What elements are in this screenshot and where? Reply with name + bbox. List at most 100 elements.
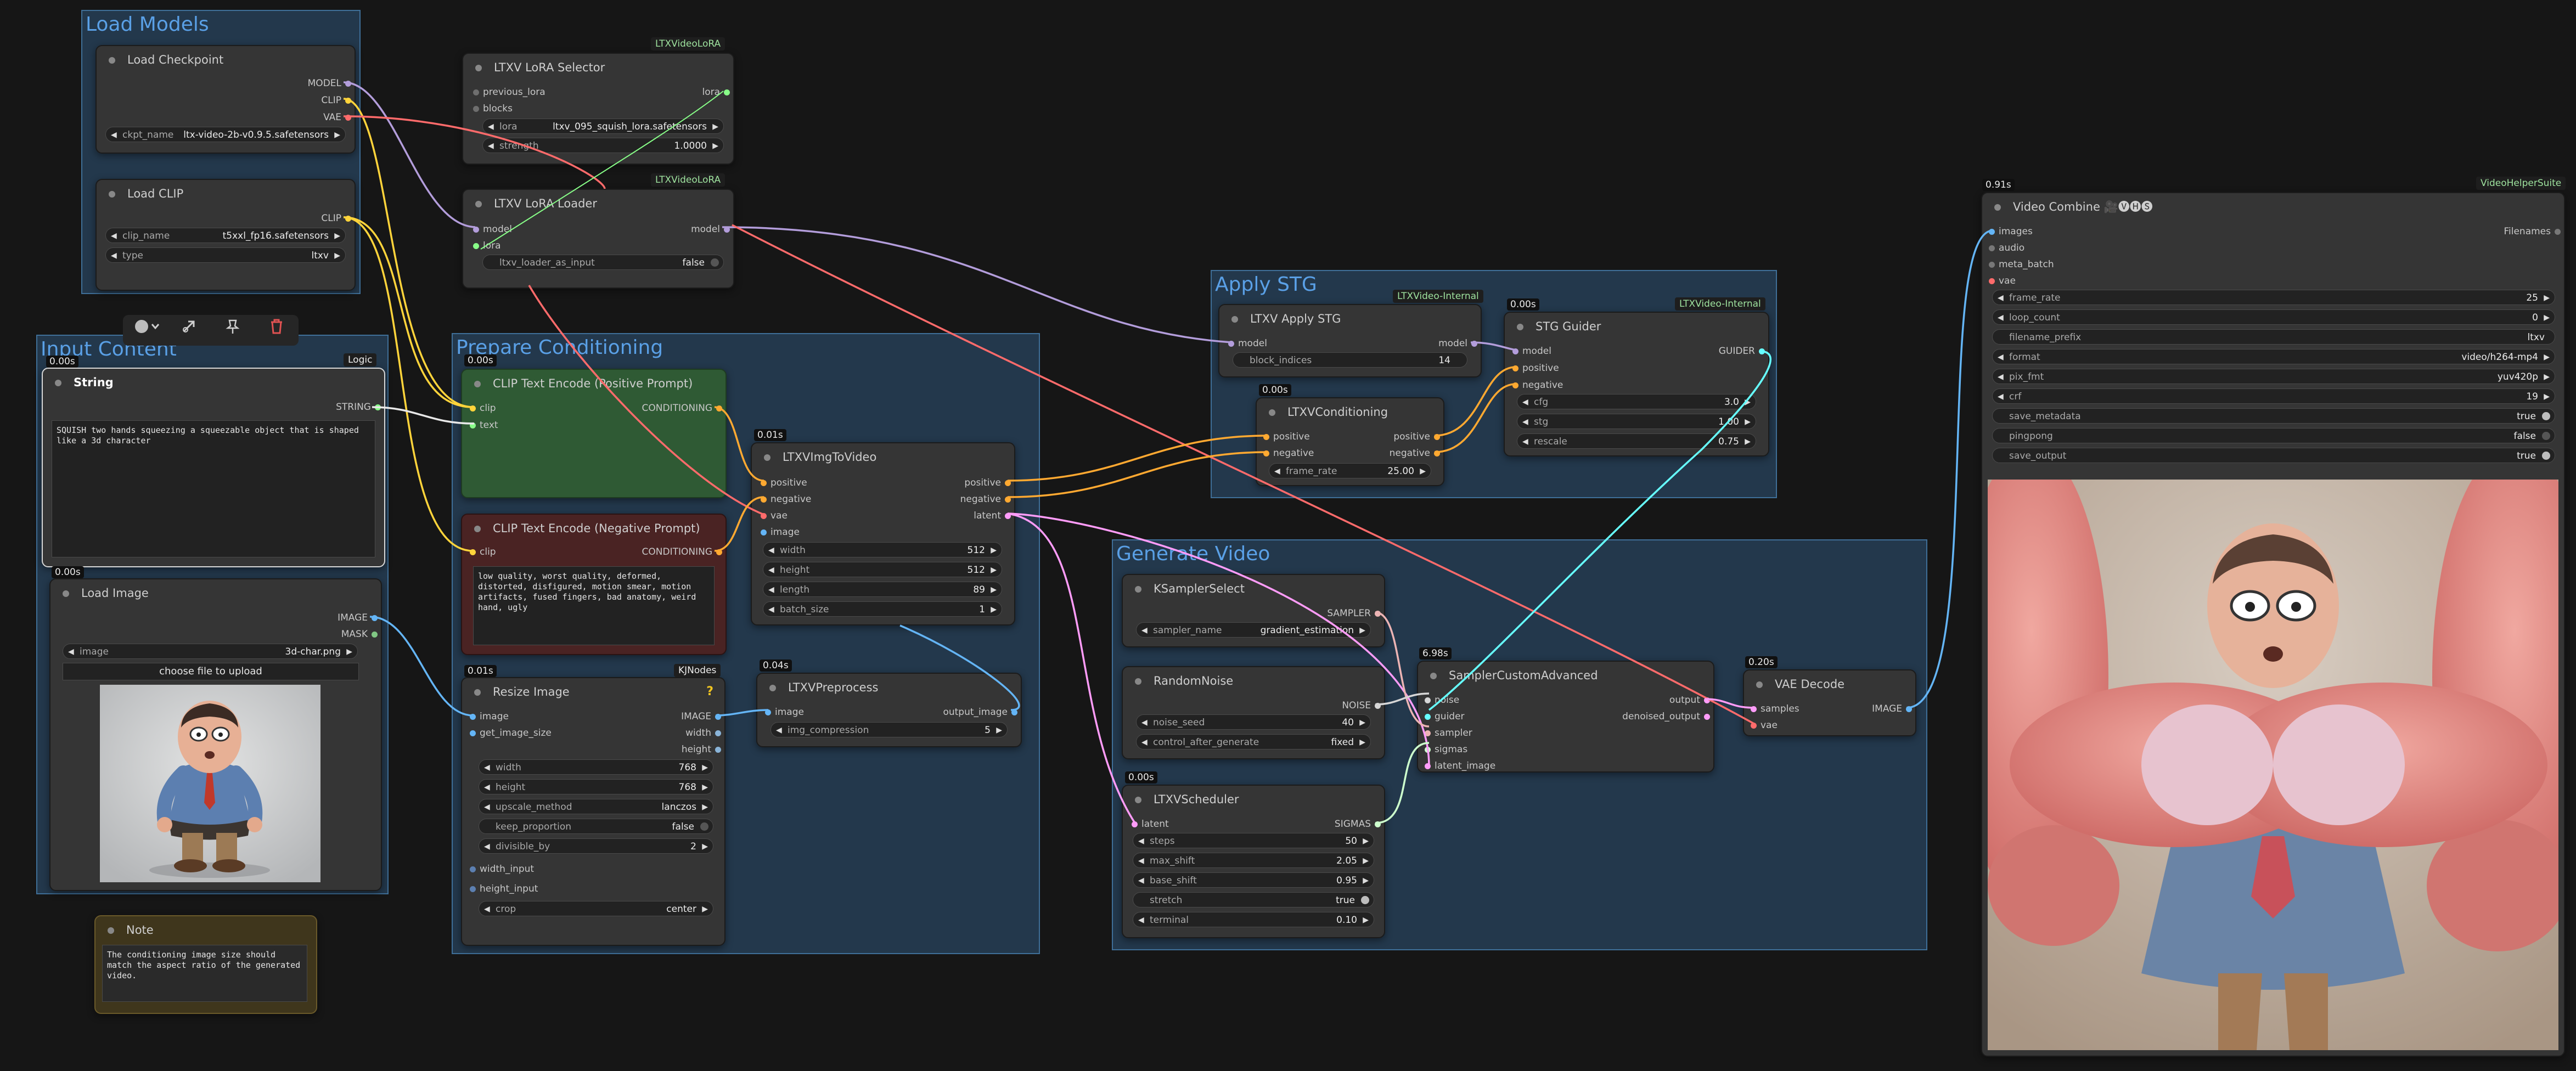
pin[interactable] — [470, 886, 476, 892]
input-model[interactable]: model — [1228, 338, 1267, 349]
arrow-left-icon[interactable]: ◀ — [111, 232, 117, 240]
arrow-right-icon[interactable]: ▶ — [702, 803, 708, 811]
arrow-left-icon[interactable]: ◀ — [1141, 626, 1148, 635]
output-image[interactable]: IMAGE — [681, 711, 721, 722]
arrow-left-icon[interactable]: ◀ — [768, 546, 774, 555]
pin[interactable] — [470, 714, 476, 720]
input-height-input[interactable]: height_input — [470, 883, 538, 894]
input-model[interactable]: model — [473, 224, 512, 235]
output-width[interactable]: width — [685, 728, 721, 739]
pin[interactable] — [1512, 365, 1518, 371]
pin[interactable] — [470, 549, 476, 555]
pin[interactable] — [1263, 450, 1269, 456]
collapse-dot[interactable] — [475, 65, 482, 71]
pin[interactable] — [372, 615, 378, 621]
input-samples[interactable]: samples — [1751, 703, 1799, 714]
pin[interactable] — [724, 89, 730, 95]
arrow-right-icon[interactable]: ▶ — [334, 131, 340, 139]
arrow-left-icon[interactable]: ◀ — [1522, 398, 1528, 407]
collapse-dot[interactable] — [474, 526, 481, 532]
input-vae[interactable]: vae — [1751, 720, 1778, 731]
input-sampler[interactable]: sampler — [1425, 728, 1472, 739]
arrow-left-icon[interactable]: ◀ — [1138, 837, 1144, 845]
trash-icon[interactable] — [260, 315, 293, 346]
collapse-dot[interactable] — [109, 191, 115, 198]
output-denoised[interactable]: denoised_output — [1622, 711, 1710, 722]
input-clip[interactable]: clip — [470, 403, 496, 414]
pin[interactable] — [761, 513, 767, 519]
output-latent[interactable]: latent — [974, 510, 1011, 521]
pin[interactable] — [473, 106, 479, 112]
output-mask[interactable]: MASK — [341, 629, 378, 640]
arrow-left-icon[interactable]: ◀ — [1998, 353, 2004, 362]
pin[interactable] — [473, 89, 479, 95]
node-ltxv-lora-loader[interactable]: LTXV LoRA Loader model lora model ltxv_l… — [462, 189, 734, 289]
collapse-dot[interactable] — [55, 380, 61, 386]
arrow-right-icon[interactable]: ▶ — [712, 142, 718, 150]
arrow-left-icon[interactable]: ◀ — [1138, 916, 1144, 925]
node-sampler-custom-advanced[interactable]: SamplerCustomAdvanced noise guider sampl… — [1417, 661, 1714, 773]
pin[interactable] — [1425, 763, 1431, 769]
arrow-right-icon[interactable]: ▶ — [1359, 738, 1365, 747]
output-lora[interactable]: lora — [702, 87, 730, 98]
pin[interactable] — [1011, 709, 1017, 715]
output-positive[interactable]: positive — [1393, 431, 1440, 442]
toggle-knob[interactable] — [1361, 896, 1369, 904]
pin[interactable] — [1989, 278, 1995, 284]
pin[interactable] — [765, 709, 771, 715]
arrow-left-icon[interactable]: ◀ — [484, 842, 490, 851]
node-string[interactable]: String STRING SQUISH two hands squeezing… — [42, 368, 385, 567]
arrow-right-icon[interactable]: ▶ — [1745, 398, 1751, 407]
pin[interactable] — [715, 730, 721, 736]
pin[interactable] — [1375, 703, 1381, 709]
toggle-knob[interactable] — [700, 822, 708, 831]
output-conditioning[interactable]: CONDITIONING — [642, 403, 722, 414]
arrow-left-icon[interactable]: ◀ — [1522, 437, 1528, 446]
input-text[interactable]: text — [470, 420, 498, 431]
input-previous-lora[interactable]: previous_lora — [473, 87, 545, 98]
output-sampler[interactable]: SAMPLER — [1327, 608, 1381, 619]
arrow-right-icon[interactable]: ▶ — [702, 905, 708, 914]
pin[interactable] — [1005, 497, 1011, 503]
arrow-left-icon[interactable]: ◀ — [111, 251, 117, 260]
pin[interactable] — [716, 549, 722, 555]
arrow-right-icon[interactable]: ▶ — [991, 566, 997, 574]
pin[interactable] — [1228, 341, 1234, 347]
arrow-left-icon[interactable]: ◀ — [1274, 467, 1280, 476]
pin[interactable] — [1989, 245, 1995, 251]
arrow-right-icon[interactable]: ▶ — [712, 122, 718, 131]
arrow-left-icon[interactable]: ◀ — [768, 566, 774, 574]
arrow-left-icon[interactable]: ◀ — [484, 763, 490, 772]
node-ltxv-preprocess[interactable]: LTXVPreprocess image output_image ◀img_c… — [756, 673, 1022, 747]
arrow-right-icon[interactable]: ▶ — [1363, 876, 1369, 885]
pin[interactable] — [1132, 821, 1138, 827]
input-negative[interactable]: negative — [1512, 380, 1563, 391]
arrow-right-icon[interactable]: ▶ — [1363, 837, 1369, 845]
bypass-icon[interactable] — [172, 315, 205, 346]
pin[interactable] — [1759, 348, 1765, 354]
pin[interactable] — [1425, 714, 1431, 720]
pin[interactable] — [715, 714, 721, 720]
output-height[interactable]: height — [682, 744, 721, 755]
collapse-dot[interactable] — [108, 927, 114, 934]
node-vae-decode[interactable]: VAE Decode samples vae IMAGE — [1743, 669, 1916, 736]
pin[interactable] — [470, 422, 476, 429]
input-model[interactable]: model — [1512, 346, 1551, 357]
negative-prompt-textarea[interactable]: low quality, worst quality, deformed, di… — [473, 566, 715, 645]
